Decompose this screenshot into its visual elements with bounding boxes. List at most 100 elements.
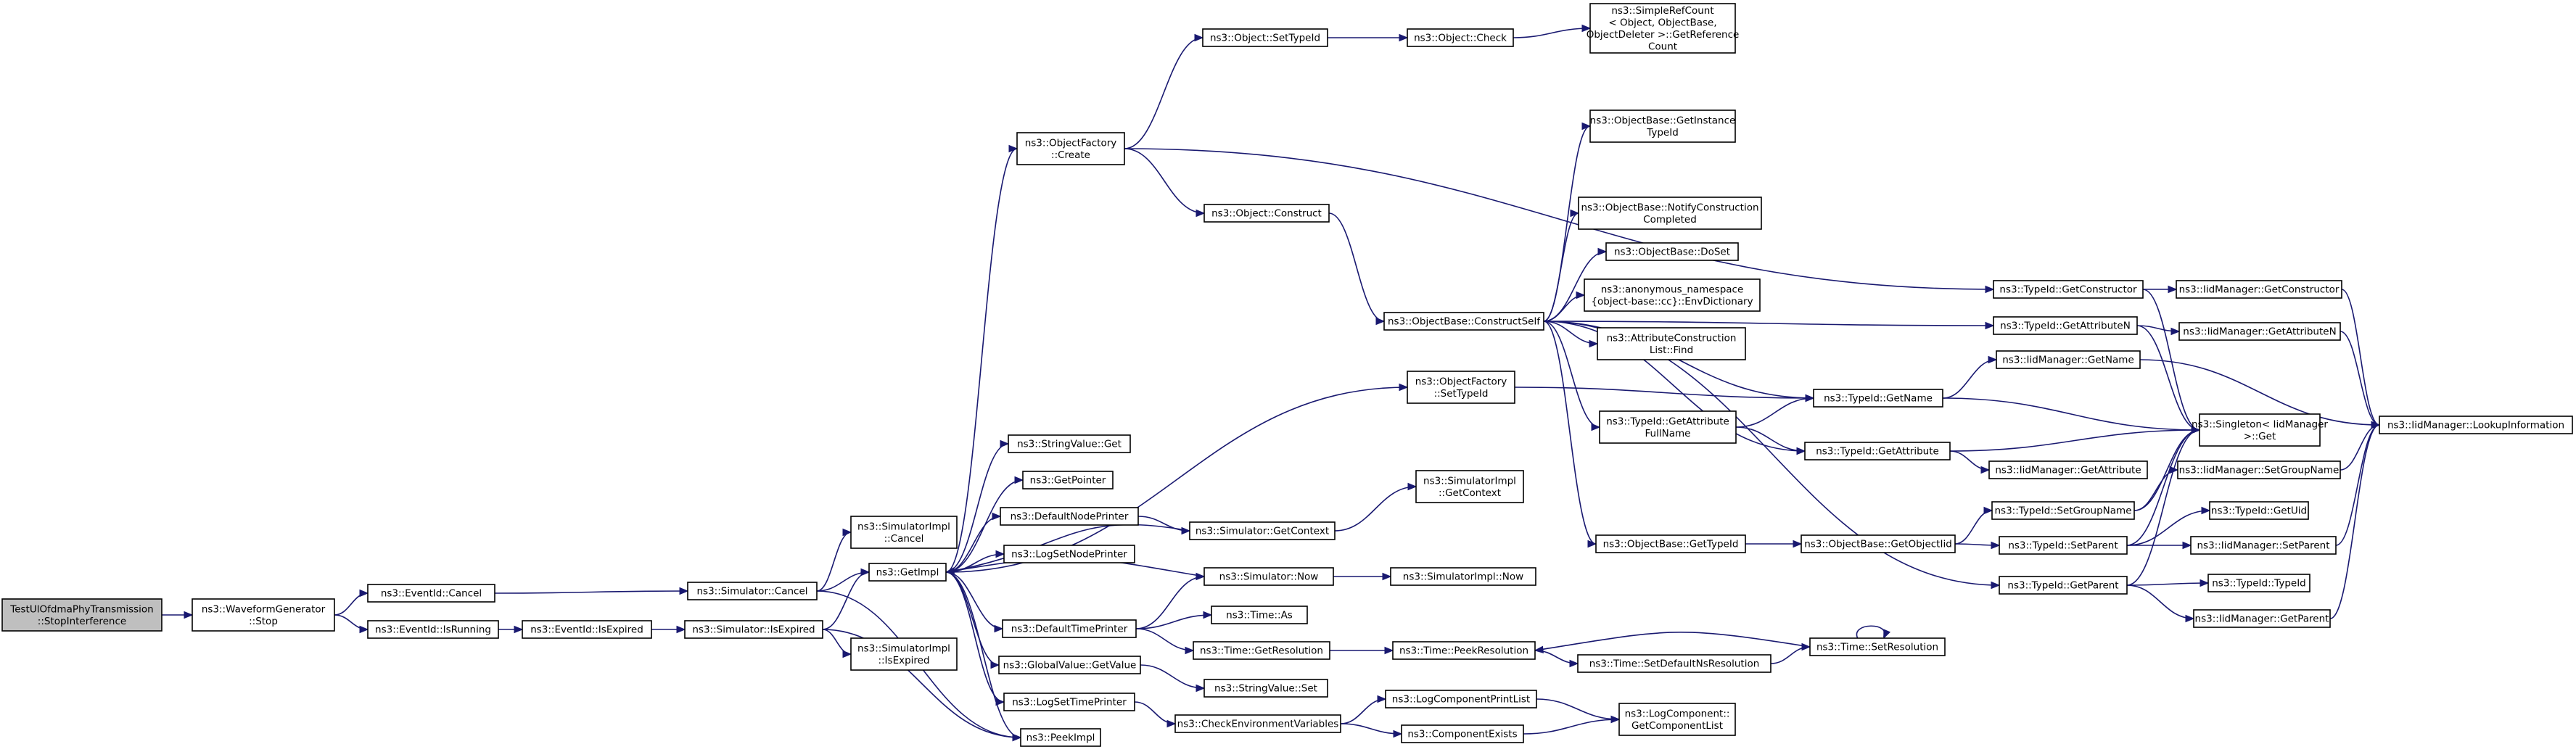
call-edge-type-id-get-attribute-to-singleton-get [1949, 426, 2201, 452]
node-singleton-get[interactable]: ns3::Singleton< IidManager>::Get [2192, 413, 2328, 447]
node-env-dictionary[interactable]: ns3::anonymous_namespace{object-base::cc… [1584, 278, 1761, 312]
node-obj-base-construct-self[interactable]: ns3::ObjectBase::ConstructSelf [1383, 312, 1544, 331]
node-sim-get-context[interactable]: ns3::Simulator::GetContext [1189, 521, 1336, 540]
node-obj-check[interactable]: ns3::Object::Check [1407, 28, 1514, 47]
node-sim-now[interactable]: ns3::Simulator::Now [1203, 567, 1334, 586]
node-sim-impl-cancel[interactable]: ns3::SimulatorImpl::Cancel [850, 516, 958, 549]
node-label: ns3::ObjectBase::DoSet [1614, 247, 1730, 258]
node-box [1383, 312, 1544, 331]
node-default-time-printer[interactable]: ns3::DefaultTimePrinter [1002, 619, 1137, 638]
node-obj-base-notify-construction[interactable]: ns3::ObjectBase::NotifyConstructionCompl… [1578, 197, 1762, 230]
node-sim-impl-now[interactable]: ns3::SimulatorImpl::Now [1390, 567, 1536, 586]
node-peek-impl[interactable]: ns3::PeekImpl [1020, 728, 1101, 747]
node-label: List::Find [1650, 344, 1693, 356]
node-box [1203, 204, 1330, 223]
node-obj-base-get-type-id[interactable]: ns3::ObjectBase::GetTypeId [1595, 534, 1746, 553]
node-label: ns3::Object::Check [1414, 33, 1507, 44]
node-get-pointer[interactable]: ns3::GetPointer [1022, 471, 1114, 489]
call-edge-type-id-get-parent-to-type-id-type-id [2126, 579, 2210, 587]
node-iid-mgr-lookup-information[interactable]: ns3::IidManager::LookupInformation [2379, 416, 2573, 434]
node-label: ns3::Time::GetResolution [1200, 645, 1323, 657]
node-type-id-get-attribute-n[interactable]: ns3::TypeId::GetAttributeN [1993, 316, 2138, 335]
call-edge-obj-factory-create-to-obj-set-type-id [1124, 33, 1204, 149]
node-sim-cancel[interactable]: ns3::Simulator::Cancel [687, 582, 818, 600]
node-time-peek-resolution[interactable]: ns3::Time::PeekResolution [1392, 641, 1536, 660]
node-get-impl[interactable]: ns3::GetImpl [868, 563, 947, 582]
node-iid-mgr-set-group-name[interactable]: ns3::IidManager::SetGroupName [2177, 460, 2341, 479]
node-box [522, 620, 652, 639]
node-iid-mgr-get-name[interactable]: ns3::IidManager::GetName [1996, 350, 2141, 369]
node-label: ns3::ObjectBase::GetTypeId [1603, 539, 1739, 550]
node-box [1578, 197, 1762, 230]
node-time-set-default-ns-resolution[interactable]: ns3::Time::SetDefaultNsResolution [1577, 654, 1771, 673]
node-obj-base-do-set[interactable]: ns3::ObjectBase::DoSet [1605, 242, 1739, 261]
node-type-id-set-group-name[interactable]: ns3::TypeId::SetGroupName [1991, 501, 2135, 520]
node-ev-is-running[interactable]: ns3::EventId::IsRunning [367, 620, 499, 639]
node-iid-mgr-get-parent[interactable]: ns3::IidManager::GetParent [2193, 609, 2331, 628]
node-label: ns3::CheckEnvironmentVariables [1177, 719, 1339, 730]
node-label: ns3::GetImpl [876, 567, 939, 579]
node-sim-impl-get-context[interactable]: ns3::SimulatorImpl::GetContext [1415, 470, 1524, 503]
node-type-id-set-parent[interactable]: ns3::TypeId::SetParent [1999, 536, 2128, 555]
node-obj-factory-create[interactable]: ns3::ObjectFactory::Create [1016, 132, 1125, 165]
node-type-id-get-name[interactable]: ns3::TypeId::GetName [1813, 389, 1943, 408]
node-obj-set-type-id[interactable]: ns3::Object::SetTypeId [1202, 28, 1328, 47]
node-component-exists[interactable]: ns3::ComponentExists [1401, 724, 1524, 743]
node-log-set-node-printer[interactable]: ns3::LogSetNodePrinter [1003, 545, 1135, 563]
call-edge-check-env-vars-to-log-comp-print-list [1340, 695, 1387, 724]
node-label: Count [1648, 41, 1677, 52]
node-default-node-printer[interactable]: ns3::DefaultNodePrinter [1000, 507, 1139, 526]
node-time-as[interactable]: ns3::Time::As [1211, 606, 1308, 624]
node-string-value-get[interactable]: ns3::StringValue::Get [1008, 434, 1131, 453]
node-type-id-get-attribute[interactable]: ns3::TypeId::GetAttribute [1804, 442, 1951, 460]
node-box [1597, 327, 1746, 360]
node-root: TestUlOfdmaPhyTransmission::StopInterfer… [1, 598, 162, 632]
node-time-get-resolution[interactable]: ns3::Time::GetResolution [1193, 641, 1330, 660]
node-wf-stop[interactable]: ns3::WaveformGenerator::Stop [192, 598, 335, 632]
node-type-id-get-uid[interactable]: ns3::TypeId::GetUid [2209, 501, 2309, 520]
node-obj-base-get-object-iid[interactable]: ns3::ObjectBase::GetObjectIid [1801, 534, 1956, 553]
node-ev-cancel[interactable]: ns3::EventId::Cancel [367, 584, 495, 603]
node-box [1203, 679, 1328, 698]
call-edge-sim-now-to-sim-impl-now [1333, 572, 1392, 581]
node-global-value-get-value[interactable]: ns3::GlobalValue::GetValue [998, 656, 1141, 674]
node-log-set-time-printer[interactable]: ns3::LogSetTimePrinter [1003, 693, 1135, 711]
node-type-id-get-constructor[interactable]: ns3::TypeId::GetConstructor [1993, 280, 2144, 299]
node-box [1584, 278, 1761, 312]
node-iid-mgr-set-parent[interactable]: ns3::IidManager::SetParent [2190, 536, 2337, 555]
node-box [1000, 507, 1139, 526]
node-obj-construct[interactable]: ns3::Object::Construct [1203, 204, 1330, 223]
node-iid-mgr-get-constructor[interactable]: ns3::IidManager::GetConstructor [2176, 280, 2342, 299]
node-simple-ref-count[interactable]: ns3::SimpleRefCount< Object, ObjectBase,… [1587, 3, 1740, 54]
call-edge-ev-is-running-to-ev-is-expired [498, 625, 524, 634]
node-sim-impl-is-expired[interactable]: ns3::SimulatorImpl::IsExpired [850, 637, 958, 671]
node-box [192, 598, 335, 632]
node-ev-is-expired[interactable]: ns3::EventId::IsExpired [522, 620, 652, 639]
node-time-set-resolution[interactable]: ns3::Time::SetResolution [1809, 637, 1946, 656]
node-box [2190, 536, 2337, 555]
node-label: ns3::Time::As [1226, 610, 1293, 621]
call-edge-obj-factory-create-to-obj-construct [1124, 148, 1206, 218]
node-label: ns3::EventId::IsRunning [375, 624, 491, 636]
node-type-id-type-id[interactable]: ns3::TypeId::TypeId [2207, 574, 2310, 592]
node-iid-mgr-get-attribute-n[interactable]: ns3::IidManager::GetAttributeN [2178, 322, 2341, 341]
node-sim-is-expired[interactable]: ns3::Simulator::IsExpired [684, 620, 823, 639]
node-label: ns3::StringValue::Set [1214, 683, 1317, 695]
node-label: ns3::IidManager::GetAttributeN [2183, 326, 2336, 338]
node-iid-mgr-get-attribute[interactable]: ns3::IidManager::GetAttribute [1988, 460, 2148, 479]
node-label: ::Create [1051, 149, 1090, 161]
node-string-value-set[interactable]: ns3::StringValue::Set [1203, 679, 1328, 698]
node-obj-factory-set-type-id[interactable]: ns3::ObjectFactory::SetTypeId [1407, 371, 1515, 404]
node-label: ns3::IidManager::GetParent [2195, 613, 2329, 625]
call-edge-root-to-wf-stop [162, 611, 194, 619]
node-log-comp-print-list[interactable]: ns3::LogComponentPrintList [1385, 690, 1537, 708]
node-check-env-vars[interactable]: ns3::CheckEnvironmentVariables [1174, 714, 1341, 733]
node-label: ns3::EventId::IsExpired [530, 624, 643, 636]
node-type-id-get-parent[interactable]: ns3::TypeId::GetParent [1999, 576, 2128, 595]
node-log-comp-get-component-list[interactable]: ns3::LogComponent::GetComponentList [1618, 703, 1736, 736]
call-edge-obj-set-type-id-to-obj-check [1328, 33, 1409, 42]
node-box [1020, 728, 1101, 747]
